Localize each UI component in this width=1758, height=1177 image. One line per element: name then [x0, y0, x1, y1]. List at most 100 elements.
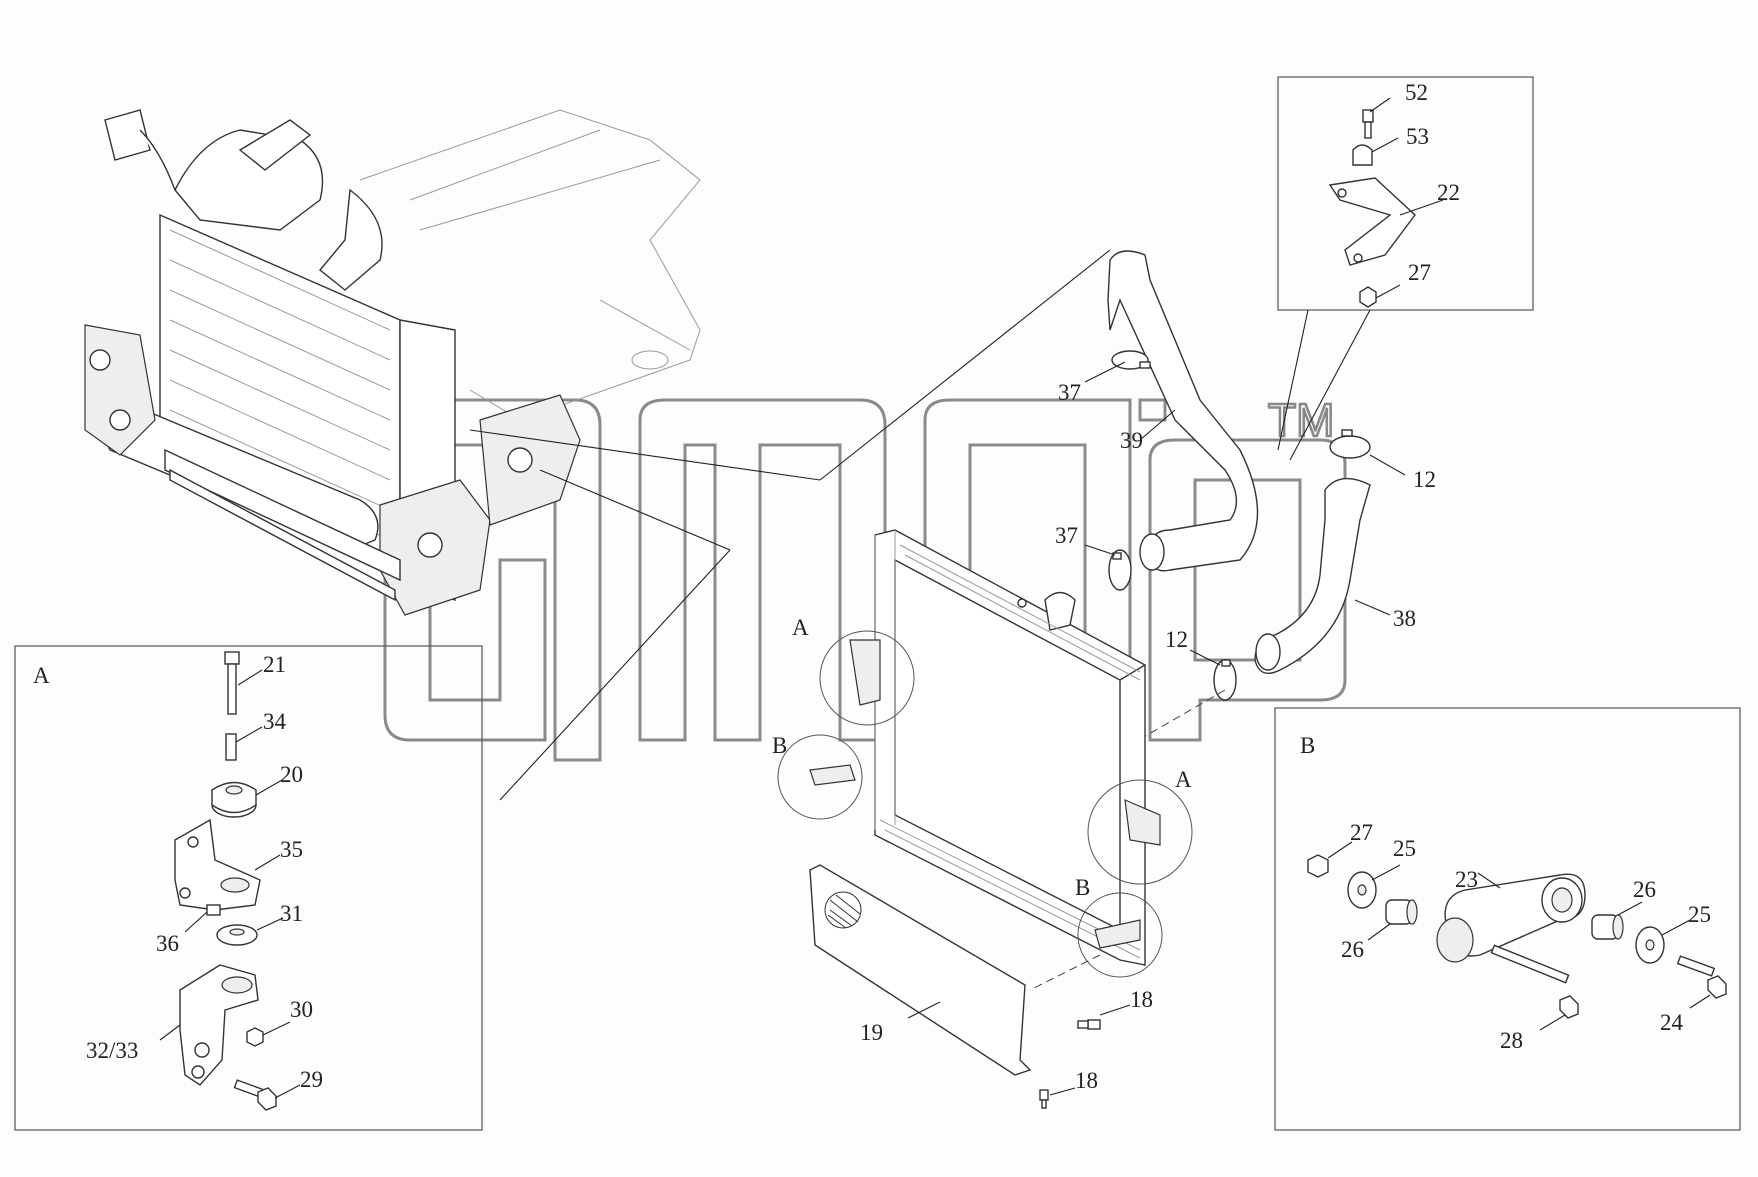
part-label-27-b: 27: [1350, 820, 1373, 845]
screw-18-lower: [1039, 1089, 1049, 1109]
detail-box-b: [1274, 707, 1741, 1131]
part-label-19: 19: [860, 1020, 883, 1045]
leader-53: [1371, 137, 1399, 153]
screw-18-upper: [1077, 1019, 1101, 1030]
shroud-panel-19: [809, 864, 1032, 1076]
part-label-23: 23: [1455, 867, 1478, 892]
part-label-32-33: 32/33: [86, 1038, 138, 1063]
detail-circle-a-right: [1087, 779, 1193, 885]
leader-23: [1477, 872, 1501, 889]
detail-box-a-label: A: [33, 663, 50, 688]
mount-a-right-part: [1124, 799, 1161, 846]
mount-b-left-part: [809, 764, 856, 786]
part-label-25-left: 25: [1393, 836, 1416, 861]
callout-b-left: B: [772, 733, 787, 758]
detail-box-b-label: B: [1300, 733, 1315, 758]
clamp-12-lower: [1213, 659, 1237, 701]
part-label-31: 31: [280, 901, 303, 926]
part-label-37-lower: 37: [1055, 523, 1078, 548]
radiator-frame-assembly: [84, 109, 701, 616]
radiator-center: [874, 529, 1146, 966]
lower-hose-38: [1254, 477, 1371, 674]
clamp-37-lower: [1108, 549, 1132, 591]
part-label-24: 24: [1660, 1010, 1684, 1035]
mount-a-left-part: [849, 639, 881, 706]
leader-26-right: [1617, 901, 1643, 916]
leader-36: [184, 911, 208, 933]
leader-assembly-1: [469, 429, 821, 481]
detail-box-a: [14, 645, 483, 1131]
detail-a-parts: [174, 651, 277, 1111]
part-label-12-upper: 12: [1413, 467, 1436, 492]
leader-26-left: [1367, 923, 1391, 941]
leader-32-33: [159, 1024, 181, 1041]
part-label-28: 28: [1500, 1028, 1523, 1053]
part-label-21: 21: [263, 652, 286, 677]
bracket-detail-box: [1277, 76, 1534, 311]
part-label-22: 22: [1437, 180, 1460, 205]
leader-27-top: [1375, 284, 1401, 299]
part-label-18-lower: 18: [1075, 1068, 1098, 1093]
leader-box-hose-1: [1277, 309, 1309, 451]
leader-22: [1399, 199, 1444, 216]
leader-assembly-2: [539, 469, 731, 551]
part-label-38: 38: [1393, 606, 1416, 631]
leader-12-upper: [1369, 454, 1406, 476]
dash-clamp-radiator: [1129, 689, 1226, 746]
clamp-12-upper: [1329, 429, 1371, 459]
leader-28: [1539, 1014, 1566, 1031]
part-label-37-upper: 37: [1058, 380, 1081, 405]
callout-a-right: A: [1175, 767, 1192, 792]
detail-b-parts: [1307, 854, 1727, 1019]
leader-box-hose-2: [1289, 309, 1371, 461]
leader-30: [262, 1021, 291, 1036]
part-label-53: 53: [1406, 124, 1429, 149]
detail-circle-a-left: [819, 630, 915, 726]
mount-b-right-part: [1094, 919, 1141, 949]
part-label-39: 39: [1120, 428, 1143, 453]
part-label-29: 29: [300, 1067, 323, 1092]
leader-21: [237, 669, 263, 686]
leader-19: [907, 1001, 941, 1019]
part-label-18-upper: 18: [1130, 987, 1153, 1012]
part-label-34: 34: [263, 709, 287, 734]
bracket-detail-parts: [1328, 109, 1416, 308]
leader-24: [1689, 994, 1711, 1009]
callout-b-right: B: [1075, 875, 1090, 900]
detail-circle-b-right: [1077, 892, 1163, 978]
upper-hose-39: [1107, 250, 1259, 572]
leader-25-right: [1661, 919, 1691, 936]
leader-39: [1139, 409, 1176, 441]
leader-12-lower: [1189, 649, 1221, 666]
leader-25-left: [1371, 864, 1401, 881]
part-label-20: 20: [280, 762, 303, 787]
leader-20: [255, 779, 283, 796]
part-label-52: 52: [1405, 80, 1428, 105]
detail-circle-b-left: [777, 734, 863, 820]
clamp-37-upper: [1111, 350, 1151, 370]
leader-37-upper: [1084, 361, 1126, 383]
part-label-36: 36: [156, 931, 179, 956]
part-label-27-top: 27: [1408, 260, 1431, 285]
leader-assembly-3: [499, 549, 731, 801]
leader-29: [274, 1084, 301, 1099]
leader-35: [254, 854, 281, 871]
part-label-26-right: 26: [1633, 877, 1656, 902]
leader-27-b: [1327, 841, 1353, 859]
leader-hose-top: [819, 249, 1111, 481]
leader-52: [1369, 97, 1391, 113]
leader-31: [256, 917, 284, 931]
part-label-26-left: 26: [1341, 937, 1364, 962]
part-label-25-right: 25: [1688, 902, 1711, 927]
dash-radiator-shroud: [1029, 954, 1101, 991]
part-label-30: 30: [290, 997, 313, 1022]
leader-34: [235, 726, 263, 743]
leader-18-lower: [1049, 1087, 1076, 1096]
callout-a-left: A: [792, 615, 809, 640]
part-label-12-lower: 12: [1165, 627, 1188, 652]
leader-38: [1354, 599, 1391, 616]
part-label-35: 35: [280, 837, 303, 862]
leader-18-upper: [1099, 1004, 1131, 1016]
